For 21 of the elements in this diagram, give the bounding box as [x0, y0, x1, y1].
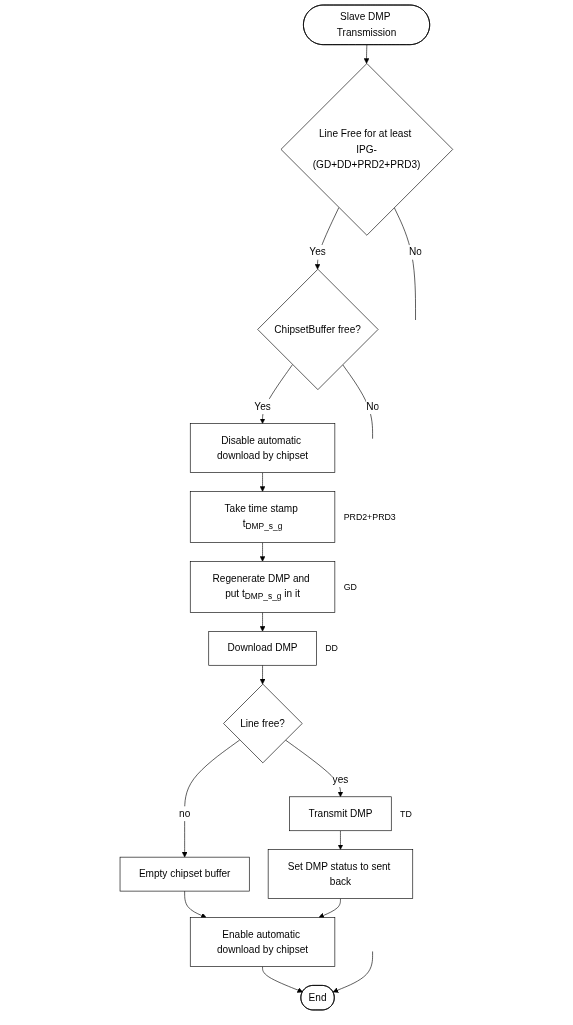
node-box: Download DMP — [208, 631, 317, 666]
node-box: Transmit DMP — [289, 796, 392, 832]
node-box: Disable automatic download by chipset — [190, 423, 336, 473]
node-diamond: Line Free for at least IPG-(GD+DD+PRD2+PRD3) — [280, 63, 454, 236]
node-box: Take time stamp t$_{DMP_s_g}$ — [190, 491, 336, 543]
duration-label: TD — [400, 808, 412, 819]
node-box: Regenerate DMP and put t$_{DMP_s_g}$ in it — [190, 561, 336, 613]
edge-label: Yes — [309, 246, 326, 258]
node-diamond: ChipsetBuffer free? — [257, 268, 379, 390]
node-box: Empty chipset buffer — [119, 856, 250, 892]
duration-label: DD — [325, 643, 338, 654]
duration-label: GD — [343, 582, 357, 593]
edge-label: yes — [332, 774, 349, 785]
node-box: Set DMP status to sent back — [267, 849, 414, 899]
duration-label: PRD2+PRD3 — [343, 512, 396, 523]
edge-label: no — [179, 808, 191, 819]
edge-label: Yes — [254, 400, 271, 412]
edge-label: No — [409, 246, 423, 258]
node-diamond: Line free? — [223, 683, 303, 764]
node-box: Enable automatic download by chipset — [190, 917, 336, 967]
edge-label: No — [366, 400, 380, 412]
